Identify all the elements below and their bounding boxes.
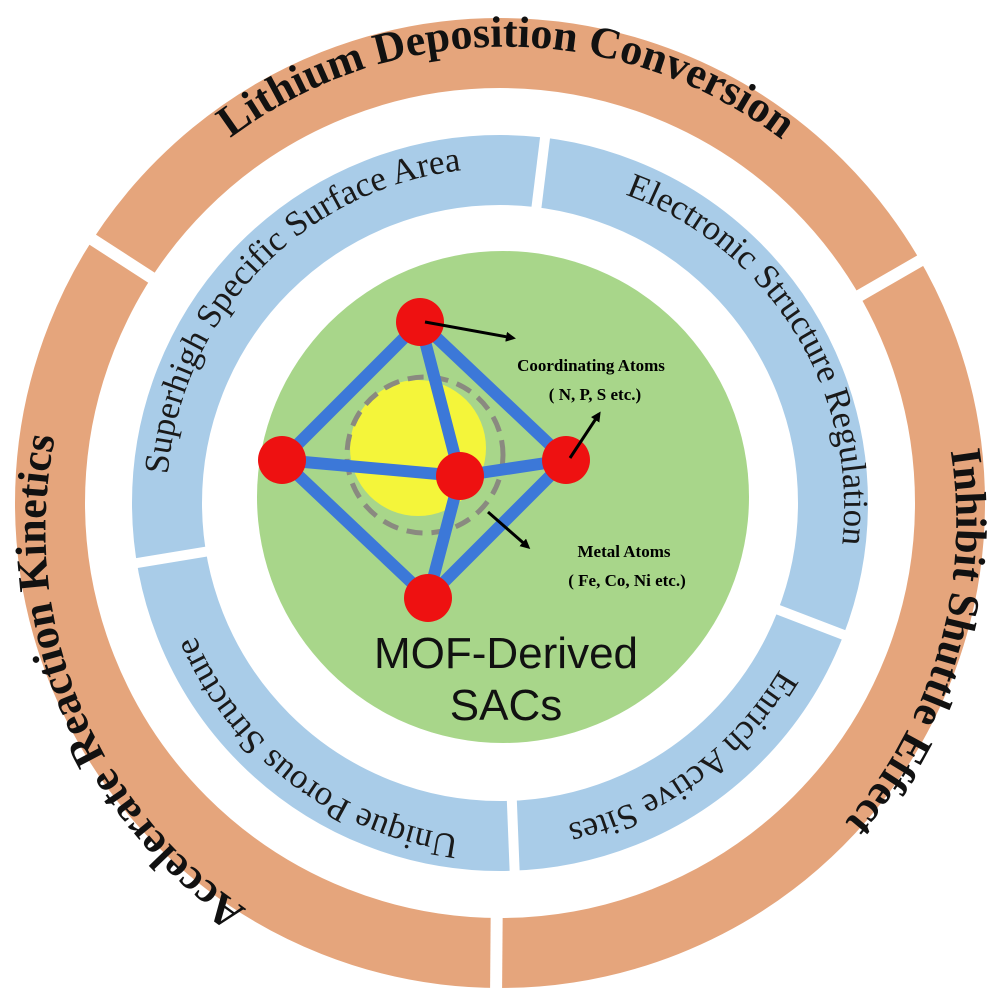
metal-atoms-examples: ( Fe, Co, Ni etc.) [568,571,686,590]
center-title-line2: SACs [450,681,562,730]
coordinating-atoms-label: Coordinating Atoms [517,356,665,375]
bond [276,454,434,604]
coordinating-atom-top [396,298,444,346]
octahedral-structure [258,298,601,622]
dashed-circle [344,374,506,536]
bond [276,316,426,466]
coordinating-atom-right [542,436,590,484]
center-title-line1: MOF-Derived [374,629,638,678]
bond [276,454,466,482]
bond [422,454,572,604]
coordinating-atoms-examples: ( N, P, S etc.) [549,385,641,404]
bond [414,316,466,482]
arrow-coordinating-top [424,320,516,342]
coordinating-atom-left [258,436,306,484]
arrow-coordinating-right [568,411,601,459]
coordinating-atom-bottom [404,574,452,622]
core-circle [257,251,749,743]
metal-atoms-label: Metal Atoms [577,542,670,561]
middle-ring-band [132,135,868,871]
metal-atom-center [436,452,484,500]
arrows [424,320,601,549]
bond [414,316,572,466]
arrow-metal [487,510,531,549]
